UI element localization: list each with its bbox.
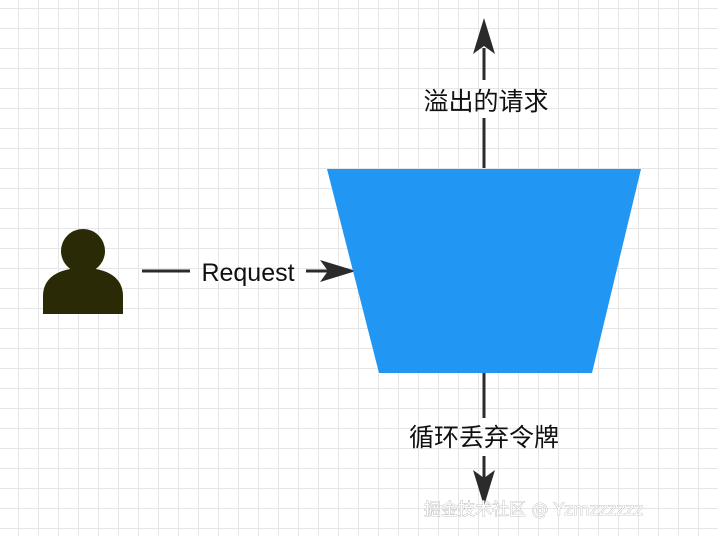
overflow-arrowhead [473,18,495,54]
request-label: Request [201,259,294,287]
discard-label: 循环丢弃令牌 [409,423,559,452]
request-arrow [142,260,356,282]
bucket [327,169,641,373]
discard-arrow [473,373,495,506]
request-arrowhead [320,260,356,282]
user-icon [43,229,123,314]
watermark: 掘金技术社区 @ Yzmzzzzzz [424,500,643,520]
overflow-label: 溢出的请求 [423,87,548,116]
discard-arrowhead [473,470,495,506]
overflow-arrow [473,18,495,168]
